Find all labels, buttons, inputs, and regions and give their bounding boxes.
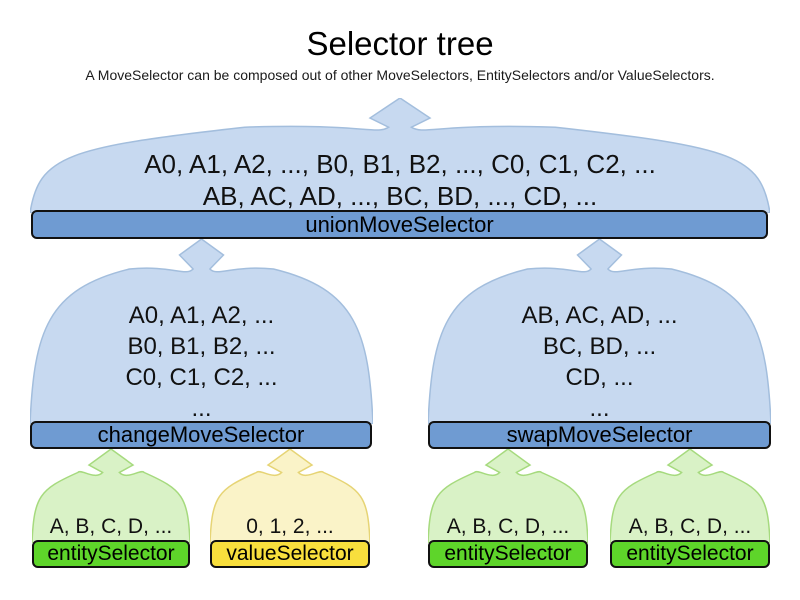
swap-items-line: BC, BD, ...: [542, 333, 657, 360]
entity-selector-3-items: A, B, C, D, ...: [610, 514, 770, 540]
change-cloud-arrow-shape: [30, 239, 373, 424]
value-selector-items: 0, 1, 2, ...: [210, 514, 370, 540]
entity-selector-1-items: A, B, C, D, ...: [32, 514, 190, 540]
entity-selector-2-bar: entitySelector: [428, 540, 588, 568]
union-items-line: A0, A1, A2, ..., B0, B1, B2, ..., C0, C1…: [144, 149, 656, 179]
entity-selector-3-items-line: A, B, C, D, ...: [628, 515, 752, 538]
entity-selector-3-label: entitySelector: [626, 542, 754, 565]
change-items-line: A0, A1, A2, ...: [128, 302, 275, 329]
value-selector-cloud-arrow-shape: [210, 449, 370, 543]
swap-move-selector-bar: swapMoveSelector: [428, 421, 771, 449]
entity-selector-2-items-line: A, B, C, D, ...: [446, 515, 570, 538]
entity-selector-1-bar: entitySelector: [32, 540, 190, 568]
value-selector-items-line: 0, 1, 2, ...: [246, 515, 334, 538]
entity-selector-1-label: entitySelector: [47, 542, 175, 565]
change-move-selector-label: changeMoveSelector: [97, 422, 305, 447]
page-title: Selector tree: [306, 25, 494, 62]
change-items-line: B0, B1, B2, ...: [127, 333, 276, 360]
subtitle: A MoveSelector can be composed out of ot…: [85, 67, 715, 83]
change-items-line: C0, C1, C2, ...: [125, 364, 278, 391]
union-move-selector-bar: unionMoveSelector: [31, 210, 768, 239]
entity-selector-1-items-line: A, B, C, D, ...: [49, 515, 173, 538]
change-cloud-items: A0, A1, A2, ... B0, B1, B2, ... C0, C1, …: [30, 300, 373, 424]
swap-items-line: CD, ...: [565, 364, 634, 391]
union-items-line: AB, AC, AD, ..., BC, BD, ..., CD, ...: [202, 181, 598, 211]
change-move-selector-bar: changeMoveSelector: [30, 421, 372, 449]
union-cloud-arrow-shape: [30, 98, 770, 213]
swap-cloud-arrow-shape: [428, 239, 771, 424]
change-items-line: ...: [191, 395, 212, 422]
entity-selector-2-cloud-arrow-shape: [428, 449, 588, 543]
entity-selector-3-cloud-arrow-shape: [610, 449, 770, 543]
value-selector-bar: valueSelector: [210, 540, 370, 568]
entity-selector-2-label: entitySelector: [444, 542, 572, 565]
entity-selector-2-items: A, B, C, D, ...: [428, 514, 588, 540]
swap-items-line: AB, AC, AD, ...: [521, 302, 678, 329]
value-selector-label: valueSelector: [226, 542, 354, 565]
union-move-selector-label: unionMoveSelector: [305, 211, 494, 237]
union-cloud-items: A0, A1, A2, ..., B0, B1, B2, ..., C0, C1…: [30, 148, 770, 212]
swap-move-selector-label: swapMoveSelector: [506, 422, 693, 447]
swap-cloud-items: AB, AC, AD, ... BC, BD, ... CD, ... ...: [428, 300, 771, 424]
entity-selector-1-cloud-arrow-shape: [32, 449, 190, 543]
swap-items-line: ...: [589, 395, 610, 422]
entity-selector-3-bar: entitySelector: [610, 540, 770, 568]
